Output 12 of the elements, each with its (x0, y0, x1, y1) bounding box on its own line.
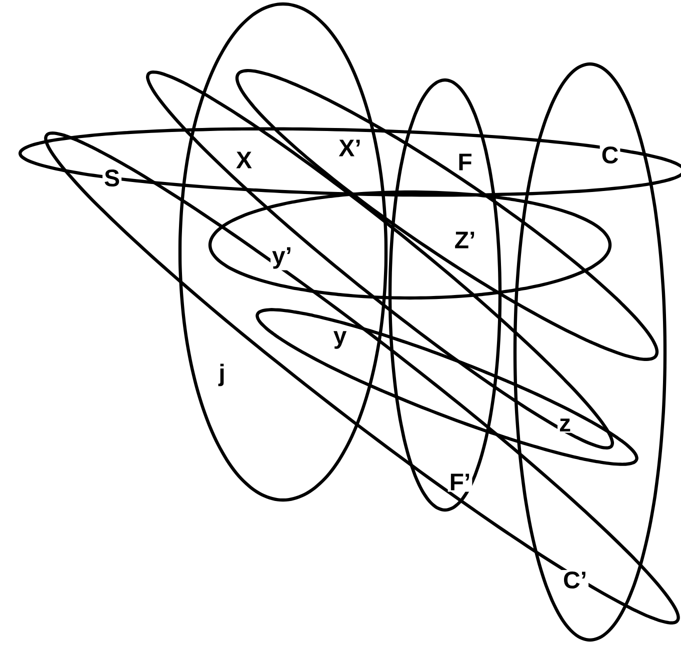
set-label: X (234, 150, 254, 170)
set-label: X’ (337, 138, 363, 158)
set-label: F (456, 152, 474, 172)
set-label: S (102, 168, 122, 188)
set-label: C (600, 145, 620, 165)
set-label: C’ (562, 570, 588, 590)
set-label: y’ (270, 246, 294, 270)
set-label: Z’ (452, 230, 478, 250)
set-label: j (217, 362, 227, 388)
set-label: z (558, 417, 572, 433)
set-label: F’ (448, 472, 472, 492)
set-label: y (332, 330, 348, 350)
